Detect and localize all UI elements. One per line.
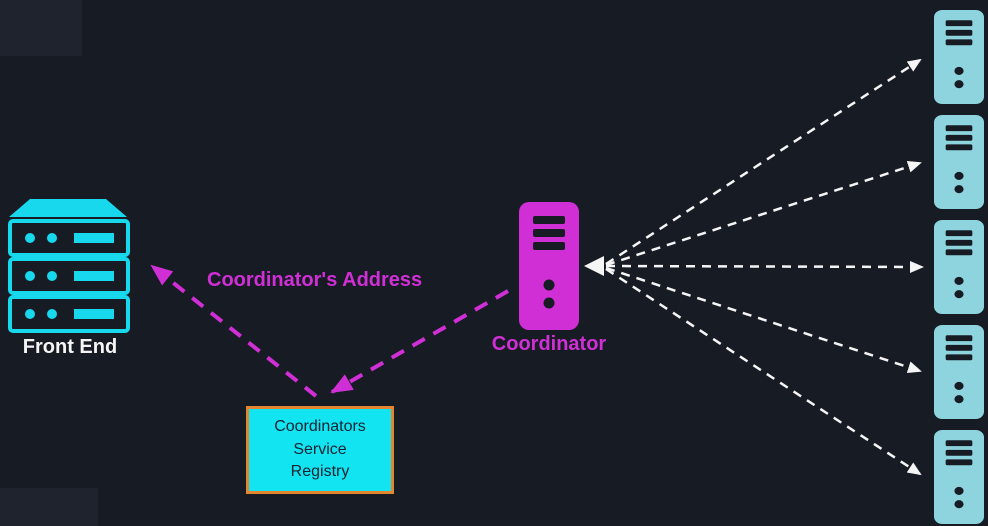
worker-server-icon-5 bbox=[934, 430, 984, 524]
coordinators-service-registry-box: Coordinators Service Registry bbox=[246, 406, 394, 494]
background-artifact-top-left bbox=[0, 0, 82, 56]
registry-line-3: Registry bbox=[290, 463, 350, 481]
coordinator-worker-link-1 bbox=[605, 58, 922, 266]
worker-server-icon-3 bbox=[934, 220, 984, 314]
registry-to-frontend-arrow bbox=[150, 264, 318, 398]
worker-server-icon-2 bbox=[934, 115, 984, 209]
coordinator-worker-link-4 bbox=[605, 266, 922, 373]
coordinator-worker-link-5 bbox=[605, 267, 922, 476]
coordinators-address-label: Coordinator's Address bbox=[207, 269, 423, 291]
front-end-label: Front End bbox=[22, 336, 118, 358]
coordinator-worker-link-3 bbox=[605, 260, 924, 273]
registry-line-2: Service bbox=[293, 440, 347, 458]
arrowhead-into-coordinator bbox=[584, 256, 604, 276]
worker-server-icon-1 bbox=[934, 10, 984, 104]
worker-server-icon-4 bbox=[934, 325, 984, 419]
background-artifact-bottom-left bbox=[0, 488, 98, 526]
front-end-server-stack-icon bbox=[8, 199, 130, 333]
coordinator-label: Coordinator bbox=[491, 333, 607, 355]
coordinator-to-registry-arrow bbox=[330, 289, 509, 394]
coordinator-worker-link-2 bbox=[605, 161, 922, 267]
registry-line-1: Coordinators bbox=[274, 417, 366, 435]
coordinator-server-icon bbox=[519, 202, 579, 330]
